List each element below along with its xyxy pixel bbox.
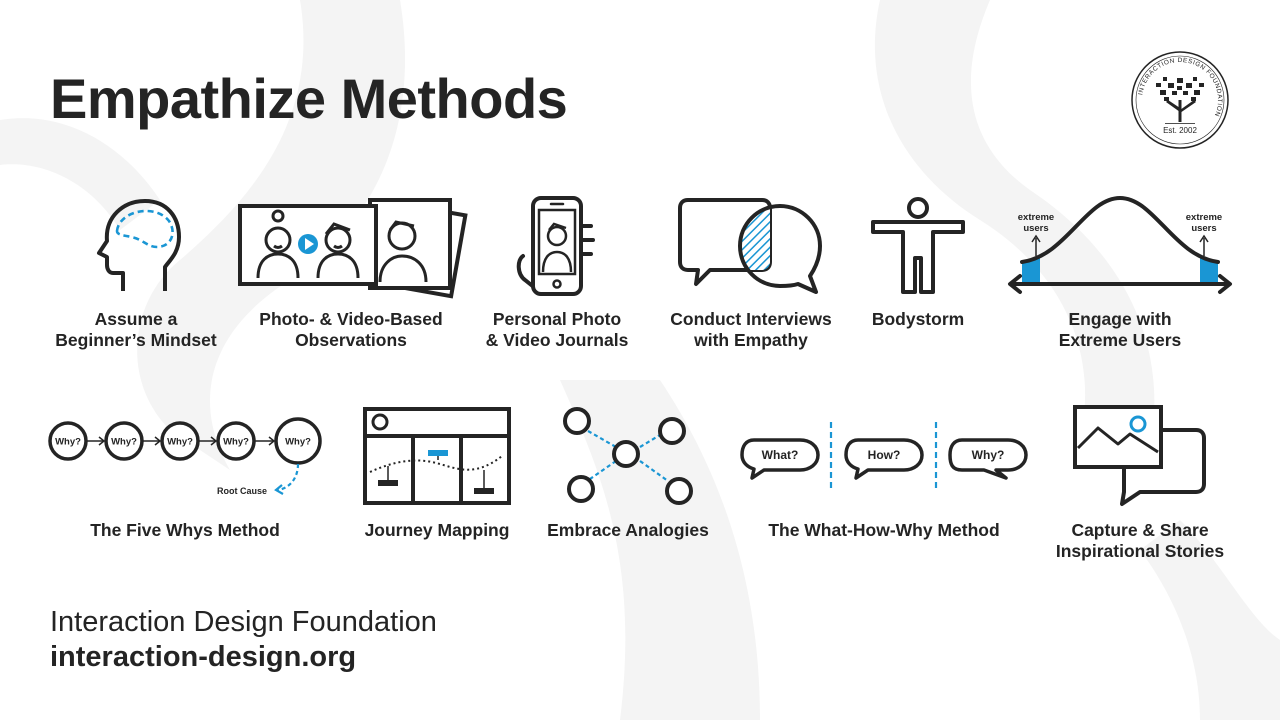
- why-bubble-2: Why?: [111, 437, 137, 448]
- extreme-users-right-line2: users: [1191, 223, 1216, 234]
- head-brain-icon: [97, 199, 181, 291]
- person-icon: [871, 197, 965, 294]
- method-label-line1: Journey Mapping: [364, 520, 510, 540]
- method-label-line1: The What-How-Why Method: [768, 520, 1000, 540]
- method-label-line1: Bodystorm: [871, 309, 965, 329]
- method-label-line1: Engage with: [1068, 309, 1172, 329]
- method-label-line2: Inspirational Stories: [1055, 541, 1225, 561]
- picture-bubble-icon: [1073, 405, 1206, 506]
- why-chain-icon: Why? Why? Why? Why? Why? Root Cause: [48, 417, 322, 496]
- extreme-users-left-line1: extreme: [1018, 212, 1054, 223]
- page-title: Empathize Methods: [50, 67, 568, 130]
- idf-logo: INTERACTION DESIGN FOUNDATION Est. 2002: [1131, 51, 1229, 149]
- why-bubble-1: Why?: [55, 437, 81, 448]
- method-label-line1: The Five Whys Method: [90, 520, 280, 540]
- method-label-line1: Assume a: [94, 309, 178, 329]
- method-label-line1: Photo- & Video-Based: [259, 309, 443, 329]
- video-photos-icon: [238, 198, 468, 299]
- method-label-line2: Extreme Users: [1058, 330, 1182, 350]
- method-label-line2: with Empathy: [694, 330, 808, 350]
- method-label-line1: Personal Photo: [492, 309, 622, 329]
- extreme-users-left-line2: users: [1023, 223, 1048, 234]
- what-bubble-text: What?: [762, 448, 799, 462]
- root-cause-label: Root Cause: [217, 486, 267, 496]
- how-bubble-text: How?: [868, 448, 901, 462]
- question-bubbles-icon: What? How? Why?: [740, 422, 1028, 492]
- method-label-line2: Beginner’s Mindset: [55, 330, 217, 350]
- logo-established-text: Est. 2002: [1163, 126, 1197, 135]
- extreme-users-right-line1: extreme: [1186, 212, 1222, 223]
- method-label-line2: Observations: [295, 330, 407, 350]
- phone-selfie-icon: [516, 196, 595, 296]
- why-bubble-4: Why?: [223, 437, 249, 448]
- method-label-line1: Embrace Analogies: [547, 520, 709, 540]
- journey-map-icon: [363, 407, 511, 505]
- network-nodes-icon: [563, 407, 693, 505]
- why-bubble-text: Why?: [972, 448, 1005, 462]
- method-label-line2: & Video Journals: [485, 330, 629, 350]
- method-label-line1: Capture & Share: [1071, 520, 1209, 540]
- footer-url-link[interactable]: interaction-design.org: [50, 641, 357, 673]
- why-bubble-5: Why?: [285, 437, 311, 448]
- bell-curve-icon: extreme users extreme users: [1008, 195, 1232, 294]
- footer-organization: Interaction Design Foundation: [50, 606, 437, 638]
- method-label-line1: Conduct Interviews: [670, 309, 832, 329]
- why-bubble-3: Why?: [167, 437, 193, 448]
- speech-bubbles-icon: [678, 198, 822, 294]
